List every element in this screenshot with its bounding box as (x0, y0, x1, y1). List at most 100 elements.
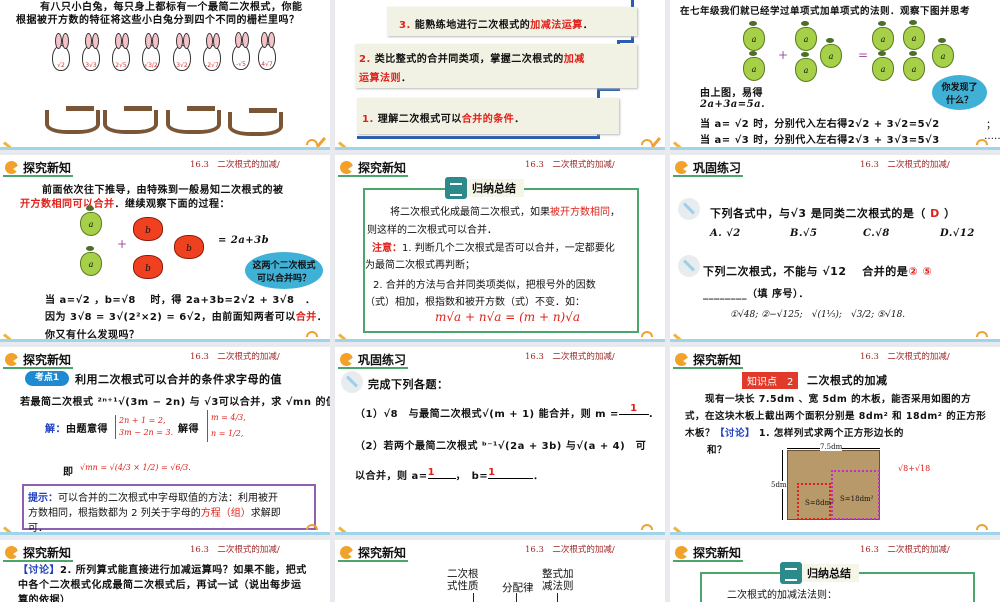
large-area-label: S=18dm² (840, 495, 874, 503)
section-icon (340, 546, 354, 559)
rabbit-image: 4√7 (258, 32, 276, 70)
ellipsis: …… (984, 131, 1000, 142)
summary-badge: 归纳总结 (445, 177, 524, 199)
pear-image: a (820, 38, 842, 68)
text-line: 当 a= √2 时，分别代入左右得2√2 + 3√2=5√2 (700, 119, 940, 130)
slide-practice-2[interactable]: 巩固练习 16.3 二次根式的加减/ 完成下列各题： （1）√8 与最简二次根式… (335, 347, 665, 535)
text-line: 中各个二次根式化成最简二次根式后，再试一试（说出每步运 (18, 580, 302, 591)
instruction: 完成下列各题： (368, 378, 449, 391)
pen-icon (650, 136, 662, 147)
ruler-icon (678, 198, 700, 220)
pear-image: a (872, 51, 894, 81)
lesson-subject: 16.3 二次根式的加减/ (860, 160, 950, 170)
slide-pears[interactable]: 在七年级我们就已经学过单项式加单项式的法则．观察下图并思考 a a + a a … (670, 0, 1000, 150)
fence-image (166, 106, 221, 134)
small-square (797, 483, 831, 520)
label-distributive-law: 分配律 (502, 582, 534, 594)
options-list: ①√48; ②−√125; √(1⅓); √3/2; ⑤√18. (730, 310, 906, 320)
text-line: 算的依据） (18, 595, 71, 602)
formula: m√a + n√a = (m + n)√a (435, 310, 581, 324)
slide-explore-apples[interactable]: 探究新知 16.3 二次根式的加减/ 前面依次往下推导，由特殊到一般易知二次根式… (0, 155, 330, 342)
section-icon (5, 546, 19, 559)
slide-diagram[interactable]: 探究新知 16.3 二次根式的加减/ 二次根式性质 分配律 整式加减法则 (335, 540, 665, 602)
pear-image: a (795, 21, 817, 51)
slide-summary[interactable]: 探究新知 16.3 二次根式的加减/ 归纳总结 将二次根式化成最简二次根式，如果… (335, 155, 665, 342)
section-icon (340, 161, 354, 174)
section-icon (5, 353, 19, 366)
pencil-icon (673, 333, 688, 339)
lesson-subject: 16.3 二次根式的加减/ (525, 352, 615, 362)
plus-sign: + (778, 48, 789, 62)
option-b: B.√5 (790, 228, 818, 239)
text-line: 前面依次往下推导，由特殊到一般易知二次根式的被 (42, 185, 284, 196)
option-a: A. √2 (710, 228, 741, 239)
section-icon (675, 353, 689, 366)
width-label: 7.5dm (820, 443, 843, 451)
problem-text: 若最简二次根式 ²ⁿ⁺¹√(3m − 2n) 与 √3可以合并，求 √mn 的值… (20, 397, 330, 408)
slide-example[interactable]: 探究新知 16.3 二次根式的加减/ 考点1 利用二次根式可以合并的条件求字母的… (0, 347, 330, 535)
solved-label: 解得 (178, 424, 199, 435)
label-radical-property: 二次根式性质 (447, 568, 479, 592)
text-line: 和？ (707, 445, 728, 456)
protractor-icon (641, 524, 653, 530)
label-polynomial-rule: 整式加减法则 (542, 568, 574, 592)
summary-badge: 归纳总结 (780, 562, 859, 584)
text-line: 则这样的二次根式可以合并． (367, 225, 497, 236)
heading: 利用二次根式可以合并的条件求字母的值 (75, 373, 282, 386)
text-label: 即 (63, 467, 74, 478)
rabbit-image: 3√2 (173, 33, 191, 71)
fence-image (103, 106, 158, 134)
text-line: 式，在这块木板上截出两个面积分别是 8dm² 和 18dm² 的正方形 (685, 411, 987, 422)
protractor-icon (641, 139, 653, 145)
section-icon (340, 353, 354, 366)
text-line: 当 a=√2 ，b=√8 时，得 2a+3b=2√2 + 3√8 ． (45, 295, 316, 306)
slide-practice-1[interactable]: 巩固练习 16.3 二次根式的加减/ 下列各式中，与√3 是同类二次根式的是（ … (670, 155, 1000, 342)
question-2: （2）若两个最简二次根式 ᵇ⁻¹√(2a + 3b) 与√(a + 4) 可 (355, 441, 647, 452)
goal-box-2: 2. 类比整式的合并同类项，掌握二次根式的加减 运算法则． (355, 44, 637, 88)
rabbit-image: √3/2 (142, 33, 160, 71)
protractor-icon (976, 331, 988, 337)
pencil-icon (338, 141, 353, 147)
protractor-icon (641, 331, 653, 337)
text-line: 2. 合并的方法与合并同类项类似，把根号外的因数 (373, 280, 596, 291)
lesson-subject: 16.3 二次根式的加减/ (190, 352, 280, 362)
pencil-icon (3, 141, 18, 147)
pear-image: a (932, 38, 954, 68)
lesson-subject: 16.3 二次根式的加减/ (525, 545, 615, 555)
semicolon: ； (986, 120, 996, 131)
slide-rule-summary[interactable]: 探究新知 16.3 二次根式的加减/ 归纳总结 二次根式的加减法法则： (670, 540, 1000, 602)
slide-goals[interactable]: 3. 能熟练地进行二次根式的加减法运算． 2. 类比整式的合并同类项，掌握二次根… (335, 0, 665, 150)
height-label: 5dm (771, 481, 787, 489)
text-line: 2a+3a=5a. (700, 99, 766, 110)
text-line: 现有一块长 7.5dm 、宽 5dm 的木板，能否采用如图的方 (705, 394, 972, 405)
books-icon (780, 562, 802, 584)
ruler-icon (678, 255, 700, 277)
slide-rabbits[interactable]: 有八只小白兔，每只身上都标有一个最简二次根式，你能 根据被开方数的特征将这些小白… (0, 0, 330, 150)
slide-board[interactable]: 探究新知 16.3 二次根式的加减/ 知识点 2 二次根式的加减 现有一块长 7… (670, 347, 1000, 535)
apple-image: b (133, 255, 163, 279)
fence-image (45, 106, 100, 134)
pear-image: a (743, 21, 765, 51)
pencil-icon (673, 526, 688, 532)
section-icon (675, 546, 689, 559)
slide-discussion[interactable]: 探究新知 16.3 二次根式的加减/ 【讨论】2. 所列算式能直接进行加减运算吗… (0, 540, 330, 602)
thought-cloud: 你发现了什么？ (932, 75, 987, 110)
plus-sign: + (117, 237, 128, 251)
section-title: 探究新知 (693, 353, 742, 367)
section-title: 探究新知 (23, 353, 72, 367)
text-line: 为最简二次根式再判断； (365, 260, 475, 271)
lesson-subject: 16.3 二次根式的加减/ (525, 160, 615, 170)
key-point-badge: 考点1 (25, 371, 69, 386)
text-line: 你又有什么发现吗？ (45, 330, 140, 341)
text-line: 有八只小白兔，每只身上都标有一个最简二次根式，你能 (40, 2, 303, 13)
pencil-icon (338, 526, 353, 532)
pencil-icon (673, 141, 688, 147)
text-line: （式）相加，根指数和被开方数（式）不变．如： (365, 297, 585, 308)
text-line: 根据被开方数的特征将这些小白兔分到四个不同的栅栏里吗？ (16, 15, 300, 26)
lesson-subject: 16.3 二次根式的加减/ (190, 160, 280, 170)
fence-image (228, 108, 283, 136)
stair-line (597, 88, 620, 91)
rabbit-image: -√5 (232, 32, 250, 70)
thought-cloud: 这两个二次根式可以合并吗？ (245, 252, 323, 289)
section-title: 巩固练习 (358, 353, 407, 367)
